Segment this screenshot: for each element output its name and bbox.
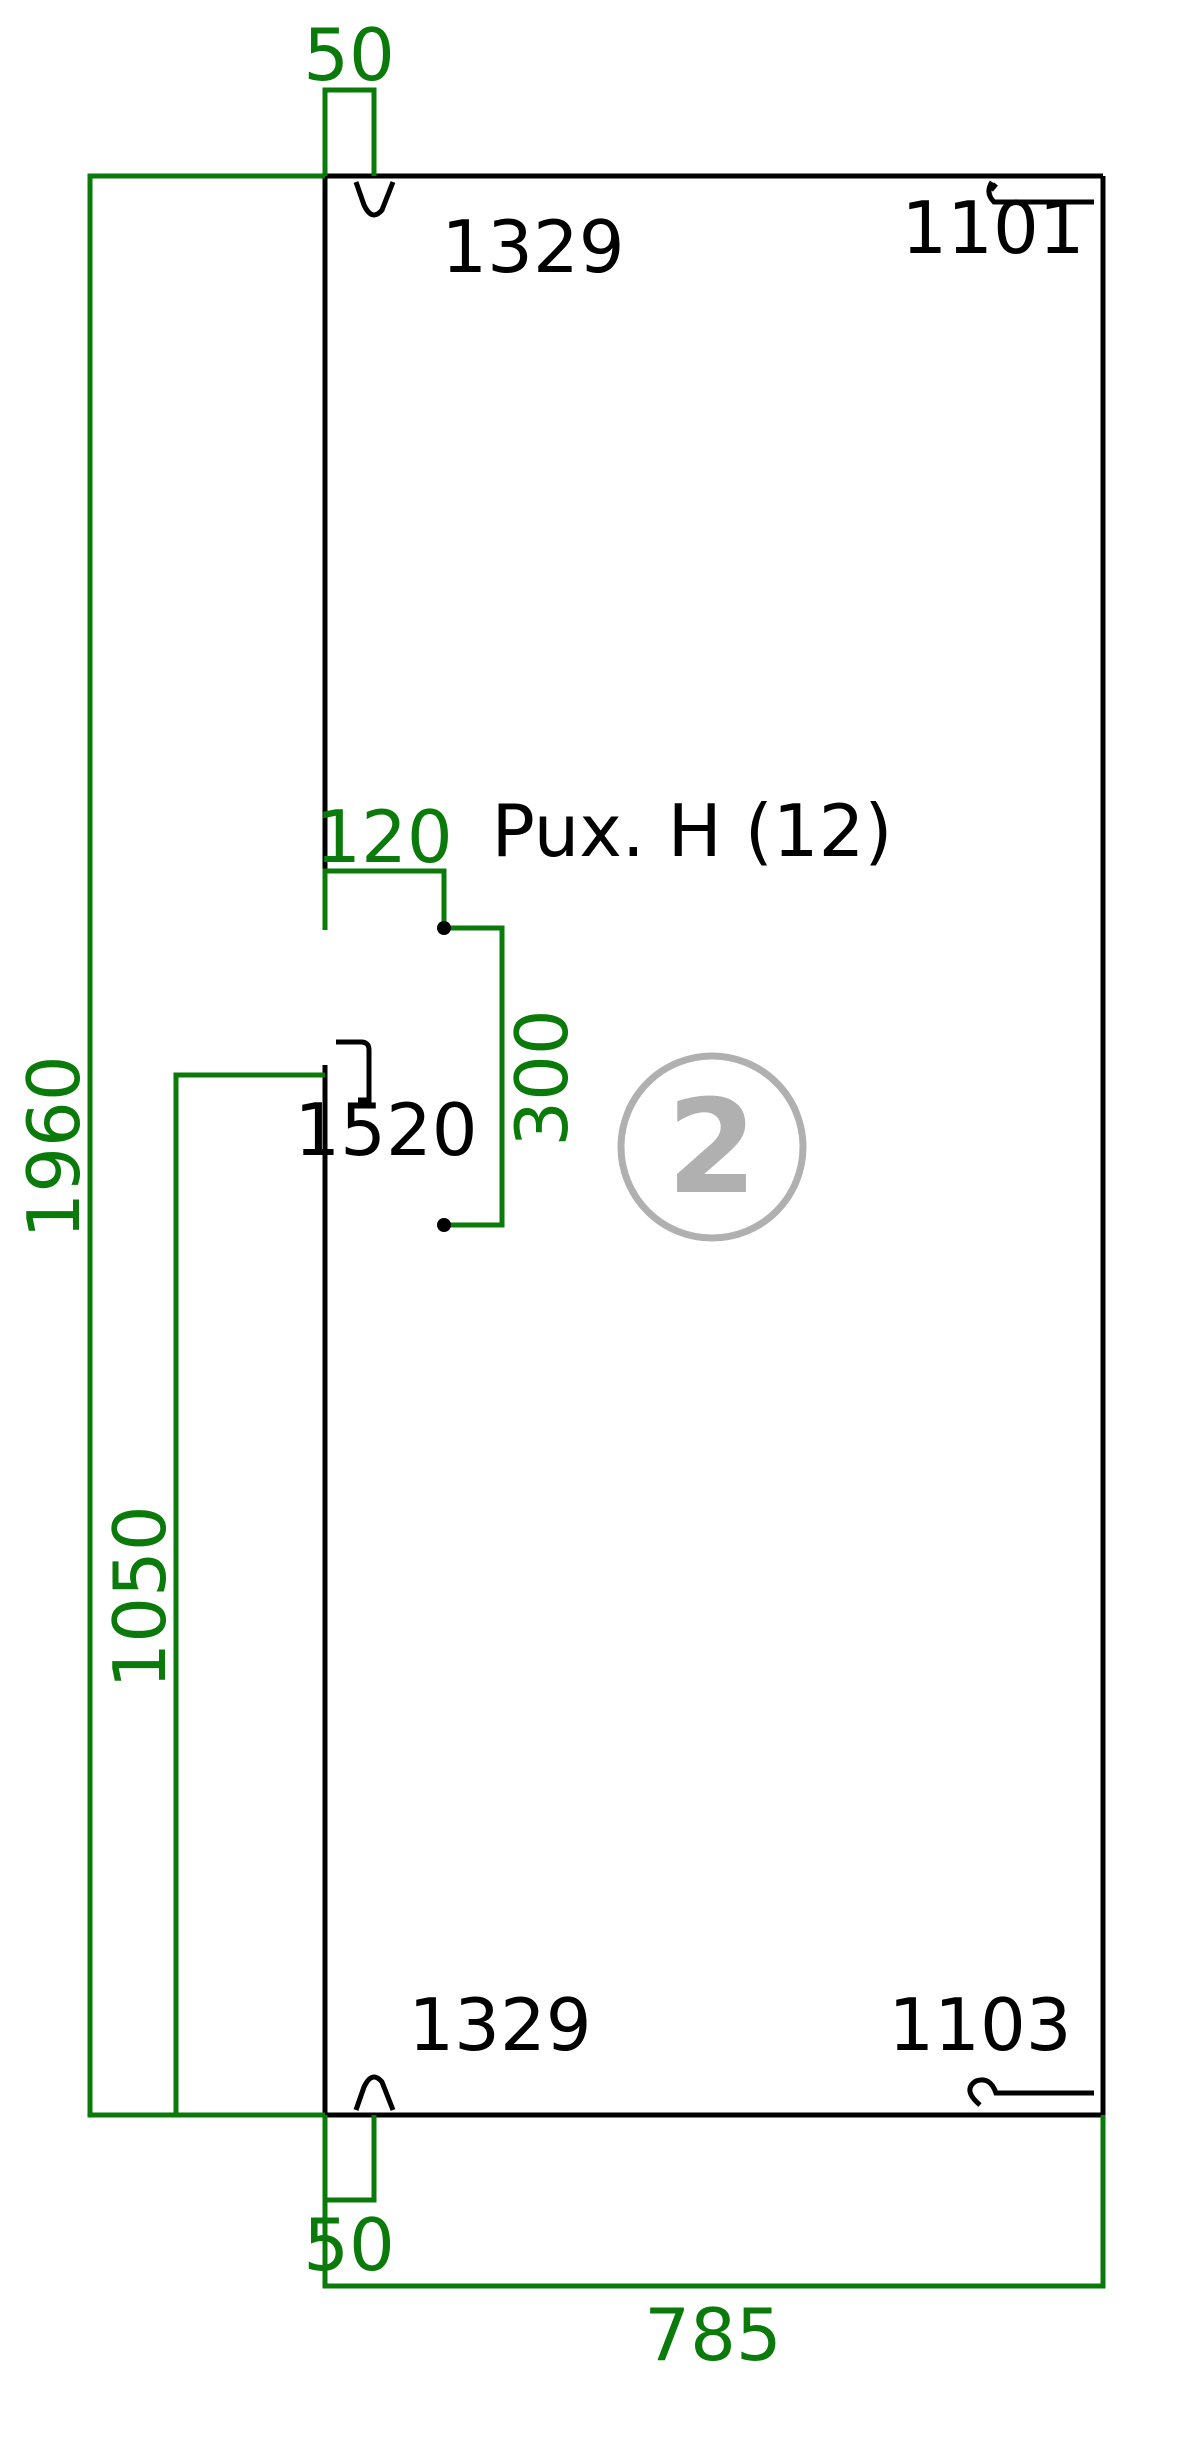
panel-number: 2 [667,1071,757,1223]
panel-outline [322,173,1106,2118]
dim-hole-spacing: 300 [500,1009,584,1146]
dim-lower-height: 1050 [98,1505,182,1688]
dim-line-total-height [87,173,325,2118]
connector-bottom-right-icon [967,2077,1094,2107]
panel-number-marker: 2 [617,1052,807,1242]
label-bottom-right-code: 1103 [888,1983,1071,2067]
panel-title: Pux. H (12) [492,789,893,873]
hole-upper-icon [437,921,451,935]
connector-top-right-icon [986,180,1094,205]
dimension-lines [87,87,1106,2289]
dim-bottom-offset: 50 [303,2203,395,2287]
dim-line-total-width [322,2115,1106,2289]
hinge-top-icon [353,181,396,218]
panel-number-circle [617,1052,807,1242]
dim-line-lower-height [173,1072,325,2115]
dim-line-top-offset [322,87,377,176]
hinge-bottom-icon [353,2074,396,2111]
dim-top-offset: 50 [303,13,395,97]
label-top-right-code: 1101 [901,186,1084,270]
label-bottom-left-code: 1329 [408,1983,591,2067]
dim-hole-offset: 120 [315,795,452,879]
dim-total-width: 785 [644,2293,781,2377]
label-left-code: 1520 [294,1088,477,1172]
dim-line-hole-spacing [444,925,505,1228]
dim-line-bottom-offset [322,2115,377,2203]
hardware-symbols [336,180,1094,2111]
hole-lower-icon [437,1218,451,1232]
connector-top-right-tick-icon [989,182,998,192]
dim-total-height: 1960 [12,1055,96,1238]
label-top-left-code: 1329 [441,205,624,289]
bracket-left-icon [336,1039,372,1103]
dim-line-hole-offset [322,868,447,928]
